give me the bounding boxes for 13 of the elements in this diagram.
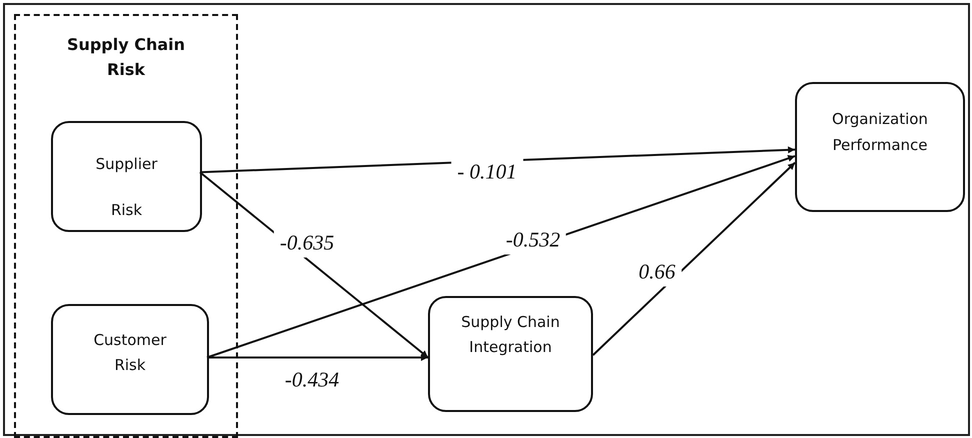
node-text: Supply Chain Integration — [460, 312, 560, 358]
arrow — [207, 354, 428, 361]
process-box — [795, 82, 965, 212]
arrow — [592, 162, 796, 356]
node-text: Organization Performance — [831, 109, 929, 156]
group-title: Supply Chain Risk — [66, 34, 186, 81]
process-box — [428, 296, 593, 412]
process-box — [51, 121, 202, 232]
node-text: Supplier Risk — [94, 154, 158, 221]
process-box — [51, 304, 209, 415]
arrow — [206, 155, 796, 358]
group-box — [14, 14, 238, 438]
node-text: Customer Risk — [92, 330, 168, 376]
